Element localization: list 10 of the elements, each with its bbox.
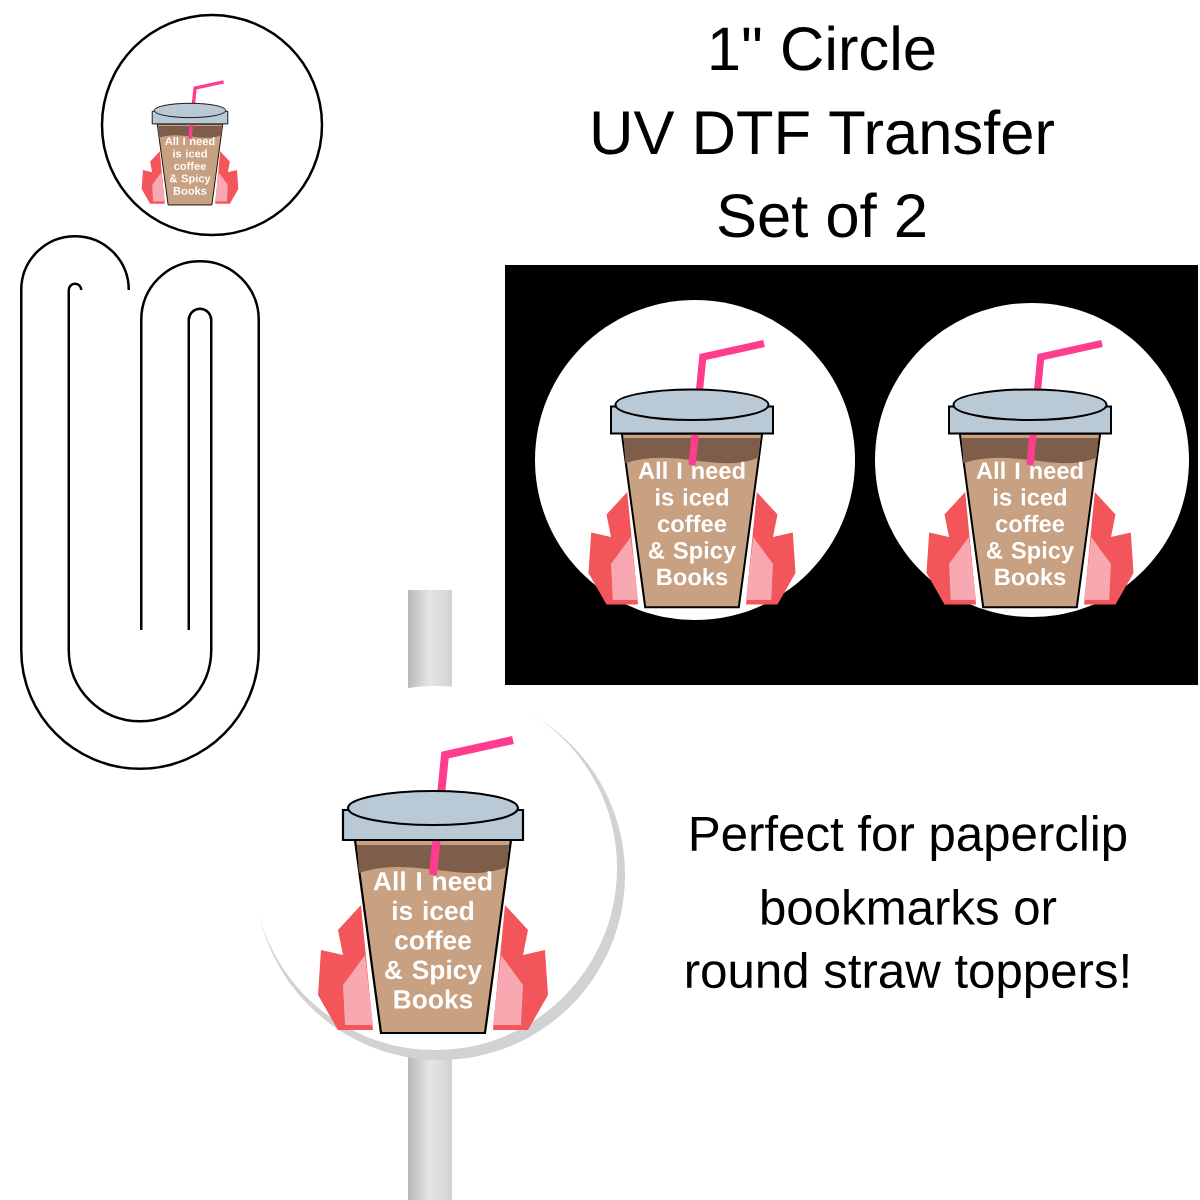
- title-line: UV DTF Transfer: [593, 109, 1054, 155]
- title-line: Set of 2: [718, 192, 925, 238]
- cup-slogan: All I need is iced coffee & Spicy Books: [638, 461, 745, 586]
- caption-line: bookmarks or: [762, 888, 1057, 926]
- caption-line: Perfect for paperclip: [691, 815, 1126, 861]
- cup-slogan: All I need is iced coffee & Spicy Books: [373, 871, 492, 1009]
- caption-line: round straw toppers!: [687, 952, 1128, 998]
- cup-slogan: All I need is iced coffee & Spicy Books: [976, 461, 1083, 586]
- cup-slogan: All I need is iced coffee & Spicy Books: [165, 137, 215, 195]
- title-line: 1" Circle: [711, 25, 935, 71]
